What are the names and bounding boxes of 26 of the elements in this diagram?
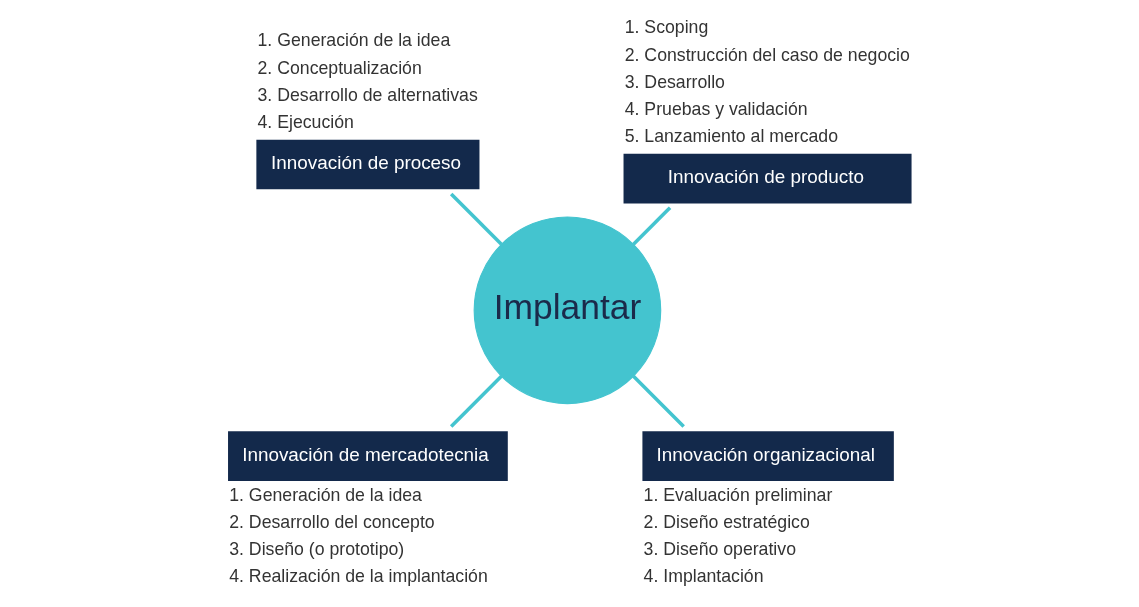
connector — [632, 206, 672, 246]
node-label: 4. Realización de la implantación — [229, 566, 488, 587]
node-label: 2. Desarrollo del concepto — [229, 512, 435, 533]
node-label: 3. Diseño (o prototipo) — [229, 539, 405, 560]
node-label: 3. Desarrollo de alternativas — [257, 84, 478, 105]
node-box: Innovación de producto — [623, 153, 912, 204]
node-circle: Implantar — [473, 216, 662, 405]
connector — [449, 192, 503, 246]
node-label: 2. Diseño estratégico — [643, 512, 810, 533]
node-label: 3. Desarrollo — [624, 71, 725, 92]
node-label: 5. Lanzamiento al mercado — [624, 126, 839, 147]
node-label: 1. Generación de la idea — [229, 484, 422, 505]
node-box: Innovación de proceso — [256, 139, 480, 190]
node-label: 3. Diseño operativo — [643, 539, 796, 560]
node-label: 4. Pruebas y validación — [624, 98, 808, 119]
node-label: 1. Scoping — [624, 17, 709, 38]
node-label: 2. Construcción del caso de negocio — [624, 44, 910, 65]
connector — [449, 375, 503, 428]
node-box: Innovación organizacional — [642, 431, 894, 481]
node-label: 4. Ejecución — [257, 111, 354, 132]
node-label: 1. Evaluación preliminar — [643, 484, 833, 505]
node-box: Innovación de mercadotecnia — [228, 431, 508, 481]
node-label: 4. Implantación — [643, 566, 764, 587]
node-label: 1. Generación de la idea — [257, 30, 451, 51]
node-label: 2. Conceptualización — [257, 57, 422, 78]
connector — [632, 375, 685, 428]
